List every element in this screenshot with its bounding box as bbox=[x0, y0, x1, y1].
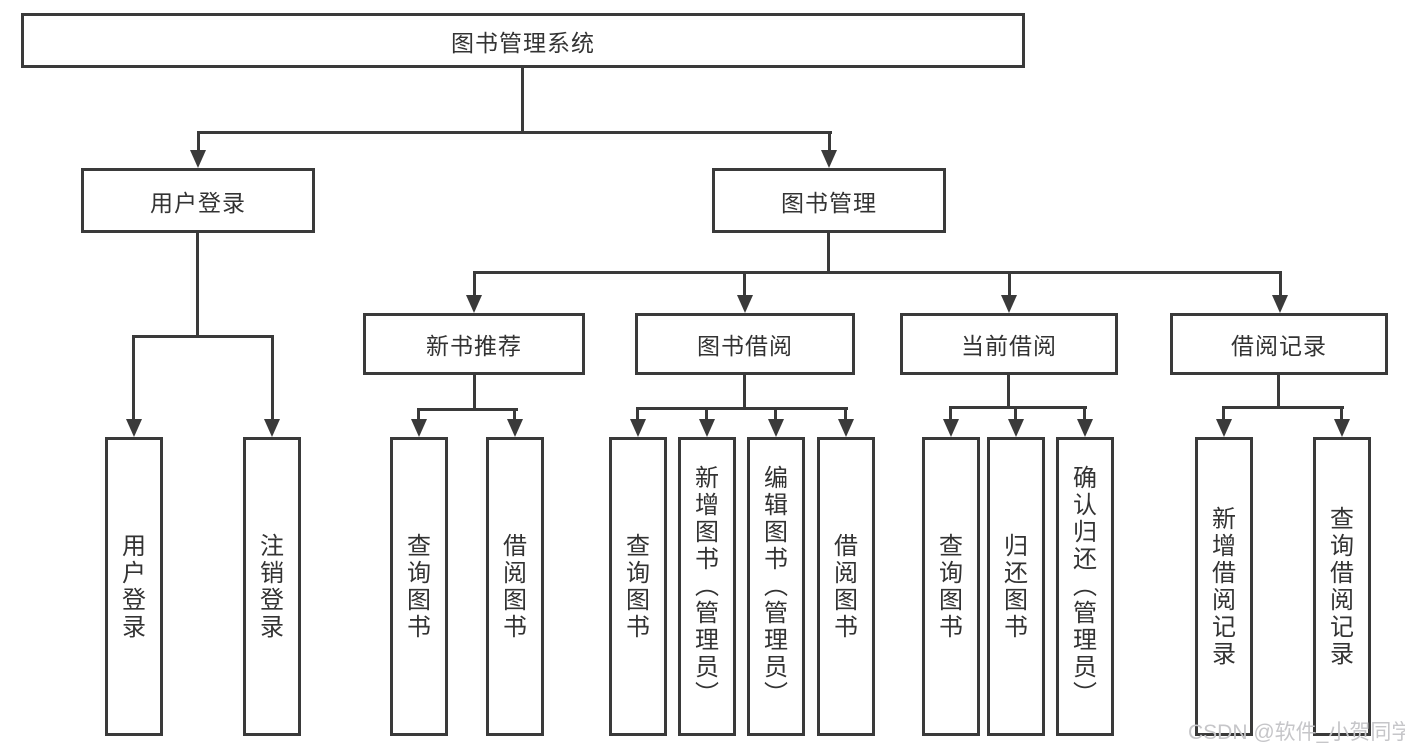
connector-line bbox=[743, 271, 746, 297]
csdn-watermark: CSDN @软件_小贺同学 bbox=[1188, 721, 1405, 744]
arrowhead-down-icon bbox=[699, 419, 715, 437]
leaf-confirm-return-admin: 确认归还︵管理员︶ bbox=[1056, 437, 1114, 736]
arrowhead-down-icon bbox=[821, 150, 837, 168]
connector-line bbox=[473, 271, 476, 297]
connector-line bbox=[1007, 375, 1010, 408]
arrowhead-down-icon bbox=[190, 150, 206, 168]
arrowhead-down-icon bbox=[411, 419, 427, 437]
leaf-query-book-1: 查询图书 bbox=[390, 437, 448, 736]
connector-line bbox=[197, 131, 200, 152]
connector-line bbox=[1279, 271, 1282, 297]
arrowhead-down-icon bbox=[768, 419, 784, 437]
arrowhead-down-icon bbox=[466, 295, 482, 313]
connector-line bbox=[521, 68, 524, 133]
connector-line bbox=[1014, 406, 1017, 421]
connector-line bbox=[196, 233, 199, 337]
leaf-borrow-book-2: 借阅图书 bbox=[817, 437, 875, 736]
connector-line bbox=[513, 408, 516, 421]
connector-line bbox=[705, 407, 708, 421]
node-book-borrow: 图书借阅 bbox=[635, 313, 855, 375]
arrowhead-down-icon bbox=[507, 419, 523, 437]
connector-line bbox=[1340, 406, 1343, 421]
connector-line bbox=[1277, 375, 1280, 408]
leaf-query-book-3: 查询图书 bbox=[922, 437, 980, 736]
leaf-logout: 注销登录 bbox=[243, 437, 301, 736]
connector-line bbox=[473, 375, 476, 410]
arrowhead-down-icon bbox=[1334, 419, 1350, 437]
node-current-borrow: 当前借阅 bbox=[900, 313, 1118, 375]
arrowhead-down-icon bbox=[943, 419, 959, 437]
node-user-login: 用户登录 bbox=[81, 168, 315, 233]
arrowhead-down-icon bbox=[1008, 419, 1024, 437]
connector-line bbox=[743, 375, 746, 409]
connector-line bbox=[774, 407, 777, 421]
leaf-borrow-book-1: 借阅图书 bbox=[486, 437, 544, 736]
arrowhead-down-icon bbox=[630, 419, 646, 437]
connector-line bbox=[132, 335, 274, 338]
connector-line bbox=[844, 407, 847, 421]
connector-line bbox=[636, 407, 639, 421]
connector-line bbox=[473, 271, 1281, 274]
connector-line bbox=[636, 407, 848, 410]
leaf-return-book: 归还图书 bbox=[987, 437, 1045, 736]
arrowhead-down-icon bbox=[1077, 419, 1093, 437]
leaf-add-borrow-record: 新增借阅记录 bbox=[1195, 437, 1253, 736]
connector-line bbox=[417, 408, 518, 411]
connector-line bbox=[197, 131, 832, 134]
arrowhead-down-icon bbox=[737, 295, 753, 313]
connector-line bbox=[1222, 406, 1225, 421]
connector-line bbox=[949, 406, 952, 421]
leaf-user-login: 用户登录 bbox=[105, 437, 163, 736]
arrowhead-down-icon bbox=[126, 419, 142, 437]
node-new-book-recommend: 新书推荐 bbox=[363, 313, 585, 375]
connector-line bbox=[417, 408, 420, 421]
connector-line bbox=[1083, 406, 1086, 421]
connector-line bbox=[949, 406, 1087, 409]
arrowhead-down-icon bbox=[1272, 295, 1288, 313]
connector-line bbox=[1008, 271, 1011, 297]
node-book-management: 图书管理 bbox=[712, 168, 946, 233]
connector-line bbox=[271, 335, 274, 421]
connector-line bbox=[132, 335, 135, 421]
node-borrow-records: 借阅记录 bbox=[1170, 313, 1388, 375]
connector-line bbox=[828, 131, 831, 152]
arrowhead-down-icon bbox=[264, 419, 280, 437]
arrowhead-down-icon bbox=[1001, 295, 1017, 313]
connector-line bbox=[1222, 406, 1344, 409]
leaf-query-borrow-record: 查询借阅记录 bbox=[1313, 437, 1371, 736]
node-root: 图书管理系统 bbox=[21, 13, 1025, 68]
connector-line bbox=[827, 233, 830, 273]
arrowhead-down-icon bbox=[1216, 419, 1232, 437]
leaf-query-book-2: 查询图书 bbox=[609, 437, 667, 736]
leaf-add-book-admin: 新增图书︵管理员︶ bbox=[678, 437, 736, 736]
arrowhead-down-icon bbox=[838, 419, 854, 437]
leaf-edit-book-admin: 编辑图书︵管理员︶ bbox=[747, 437, 805, 736]
